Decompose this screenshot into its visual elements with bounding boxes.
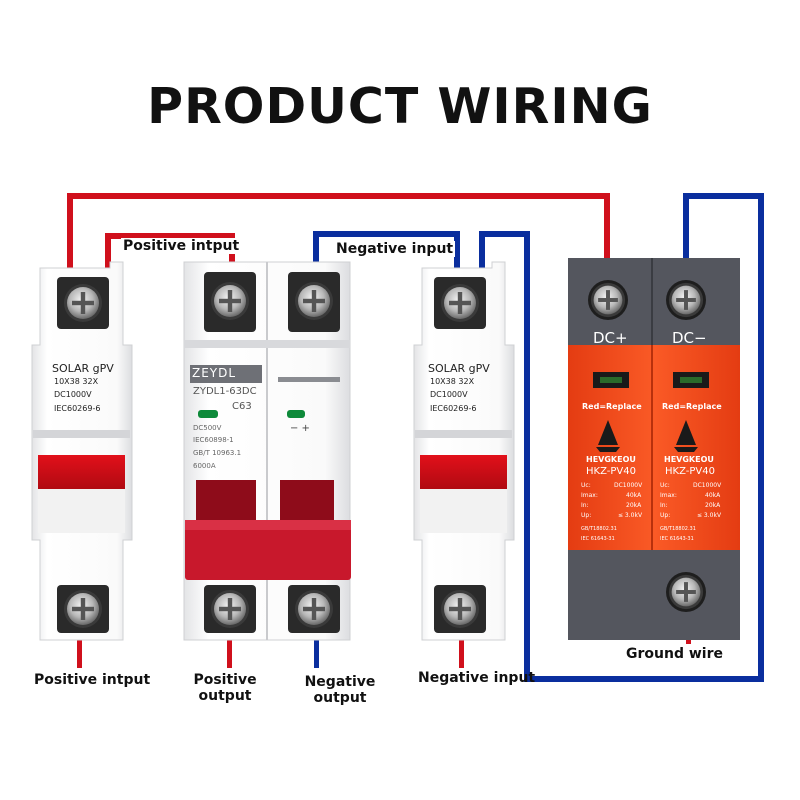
negative-wire-loop-top-drop: [479, 231, 485, 268]
spd-spec-imax-val-right: 40kA: [705, 492, 721, 499]
label-negative-input-bottom: Negative input: [418, 670, 536, 686]
spd-spec-uc-val-right: DC1000V: [693, 482, 722, 489]
screw-icon: [668, 282, 704, 318]
spd-spec-imax-val-left: 40kA: [626, 492, 642, 499]
breaker-spec-3: GB/T 10963.1: [193, 449, 242, 457]
label-positive-output-line2: output: [198, 688, 252, 704]
label-negative-output: Negative output: [295, 674, 385, 706]
spd-std2-left: IEC 61643-31: [581, 536, 615, 542]
fuse-left-label-4: IEC60269-6: [54, 404, 101, 413]
label-positive-input-bottom: Positive intput: [34, 672, 151, 688]
spd-dc-minus: DC−: [672, 329, 707, 347]
negative-wire-right-top: [683, 193, 764, 199]
label-negative-output-line1: Negative: [304, 674, 376, 690]
screw-icon: [295, 282, 333, 320]
label-negative-input-top: Negative input: [334, 241, 456, 257]
spd-spec-in-key-left: In:: [581, 502, 589, 509]
spd-spec-imax-key-right: Imax:: [660, 492, 677, 499]
negative-wire-right-vertical: [758, 193, 764, 682]
screw-icon: [441, 284, 479, 322]
spd-spec-in-key-right: In:: [660, 502, 668, 509]
spd-spec-uc-key-right: Uc:: [660, 482, 670, 489]
screw-icon: [590, 282, 626, 318]
spd-replace-right: Red=Replace: [662, 402, 722, 411]
negative-input-wire-right: [454, 231, 460, 268]
spd-spec-in-val-right: 20kA: [705, 502, 721, 509]
spd-std1-right: GB/T18802.31: [660, 526, 696, 532]
spd-dc-plus: DC+: [593, 329, 628, 347]
spd-std1-left: GB/T18802.31: [581, 526, 617, 532]
spd-spec-up-key-right: Up:: [660, 512, 671, 519]
negative-input-wire-left: [313, 231, 319, 268]
breaker-brand: ZEYDL: [192, 366, 237, 380]
spd-brand-left: HEVGKEOU: [586, 455, 636, 464]
screw-icon: [211, 282, 249, 320]
spd-spec-up-key-left: Up:: [581, 512, 592, 519]
positive-output-wire: [227, 630, 232, 668]
spd-spec-up-val-left: ≤ 3.0kV: [618, 512, 643, 519]
spd-model-left: HKZ-PV40: [586, 466, 636, 477]
breaker-spec-4: 6000A: [193, 462, 216, 470]
negative-input-bottom-wire: [459, 630, 464, 668]
fuse-right-label-1: SOLAR gPV: [428, 362, 490, 375]
screw-icon: [64, 284, 102, 322]
spd-spec-uc-val-left: DC1000V: [614, 482, 643, 489]
positive-wire-top-loop-horizontal: [67, 193, 610, 199]
screw-icon: [668, 574, 704, 610]
screw-icon: [211, 590, 249, 628]
label-positive-input-top: Positive intput: [121, 238, 242, 254]
breaker-spec-2: IEC60898-1: [193, 436, 234, 444]
screw-icon: [295, 590, 333, 628]
breaker-spec-1: DC500V: [193, 424, 222, 432]
spd-std2-right: IEC 61643-31: [660, 536, 694, 542]
fuse-left-label-3: DC1000V: [54, 390, 92, 399]
screw-icon: [441, 590, 479, 628]
fuse-right-label-3: DC1000V: [430, 390, 468, 399]
label-ground-wire: Ground wire: [626, 646, 723, 662]
fuse-holder-left: [31, 261, 133, 641]
spd-spec-in-val-left: 20kA: [626, 502, 642, 509]
label-positive-output: Positive output: [180, 672, 270, 704]
breaker-polarity: − +: [290, 423, 310, 434]
fuse-left-label-2: 10X38 32X: [54, 377, 99, 386]
positive-input-bottom-wire: [77, 630, 82, 668]
fuse-left-label-1: SOLAR gPV: [52, 362, 114, 375]
spd-model-right: HKZ-PV40: [665, 466, 715, 477]
spd-spec-imax-key-left: Imax:: [581, 492, 598, 499]
spd-brand-right: HEVGKEOU: [664, 455, 714, 464]
negative-wire-spd-drop: [683, 193, 689, 265]
negative-wire-loop-bottom: [524, 676, 764, 682]
fuse-holder-right: [413, 261, 515, 641]
label-negative-output-line2: output: [313, 690, 367, 706]
positive-wire-top-loop-right: [604, 193, 610, 265]
fuse-right-label-4: IEC60269-6: [430, 404, 477, 413]
label-positive-output-line1: Positive: [193, 672, 257, 688]
negative-output-wire: [314, 630, 319, 668]
positive-input-wire-left: [105, 233, 111, 268]
negative-input-wire-horizontal: [313, 231, 460, 237]
page-title: PRODUCT WIRING: [147, 78, 653, 135]
fuse-right-label-2: 10X38 32X: [430, 377, 475, 386]
dc-breaker: [183, 261, 351, 641]
breaker-model: ZYDL1-63DC: [193, 386, 257, 397]
breaker-rating: C63: [232, 401, 252, 412]
positive-input-wire-horizontal: [105, 233, 235, 239]
screw-icon: [64, 590, 102, 628]
negative-wire-loop-vertical: [524, 231, 530, 682]
negative-wire-loop-top: [479, 231, 530, 237]
spd-spec-uc-key-left: Uc:: [581, 482, 591, 489]
brand-logo-icon: [596, 420, 698, 452]
positive-wire-top-loop-left: [67, 193, 73, 268]
spd-replace-left: Red=Replace: [582, 402, 642, 411]
spd-spec-up-val-right: ≤ 3.0kV: [697, 512, 722, 519]
surge-protector: [568, 258, 740, 640]
